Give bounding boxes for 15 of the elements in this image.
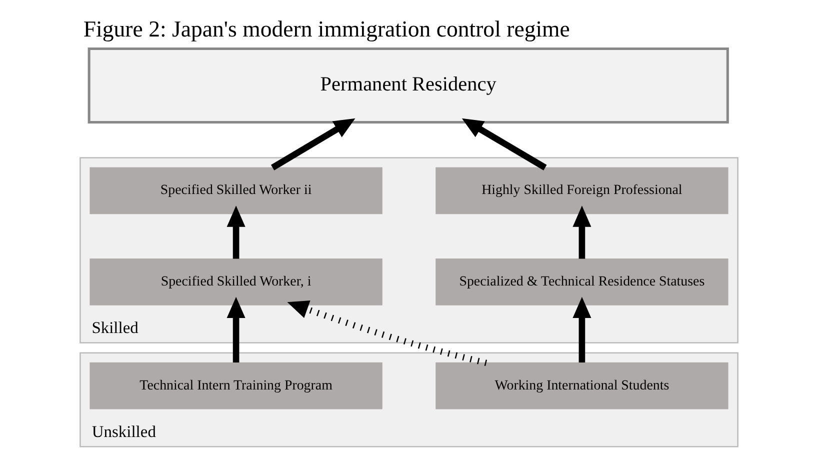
node-box: Permanent Residency [87,47,728,124]
node-box: Specialized & Technical Residence Statuses [435,258,728,306]
node-box: Specified Skilled Worker ii [89,167,382,214]
node-box: Specified Skilled Worker, i [89,258,382,306]
arrow [461,118,546,170]
arrow [226,296,245,363]
arrow [572,296,591,363]
arrow [286,300,487,366]
node-box: Highly Skilled Foreign Professional [435,167,728,214]
node-box: Technical Intern Training Program [89,362,382,410]
arrow [270,118,355,170]
node-box: Working International Students [435,362,728,410]
diagram-title: Figure 2: Japan's modern immigration control regime [82,16,570,42]
arrow [572,206,591,259]
arrow [226,206,245,259]
